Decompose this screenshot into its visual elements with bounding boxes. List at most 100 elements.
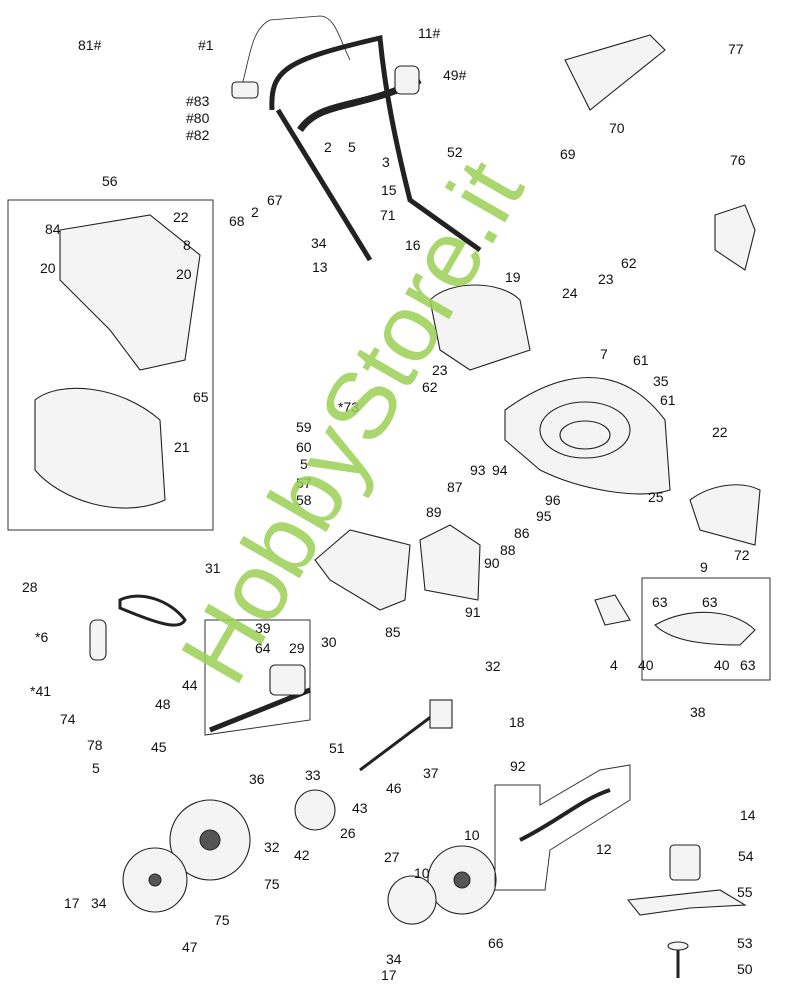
part-label: 68: [229, 213, 245, 229]
part-label: 75: [214, 912, 230, 928]
part-label: 3: [382, 154, 390, 170]
part-label: 61: [660, 392, 676, 408]
part-label: 47: [182, 939, 198, 955]
part-label: 2: [324, 139, 332, 155]
part-label: 65: [193, 389, 209, 405]
part-label: 17: [381, 967, 397, 983]
part-label: 67: [267, 192, 283, 208]
part-label: 76: [730, 152, 746, 168]
part-label: 70: [609, 120, 625, 136]
part-label: 27: [384, 849, 400, 865]
part-label: 86: [514, 525, 530, 541]
part-label: 28: [22, 579, 38, 595]
part-label: 54: [738, 848, 754, 864]
part-label: 5: [92, 760, 100, 776]
part-label: 10: [414, 865, 430, 881]
part-label: 14: [740, 807, 756, 823]
part-label: 33: [305, 767, 321, 783]
part-label: 59: [296, 419, 312, 435]
part-label: 7: [600, 346, 608, 362]
part-label: 35: [653, 373, 669, 389]
part-label: 94: [492, 462, 508, 478]
grass-bag-top: [59, 214, 201, 371]
part-label: 46: [386, 780, 402, 796]
part-label: 20: [40, 260, 56, 276]
part-label: 4: [610, 657, 618, 673]
part-label: 52: [447, 144, 463, 160]
part-label: 26: [340, 825, 356, 841]
part-label: #82: [186, 127, 210, 143]
blade: [626, 889, 747, 916]
part-label: 87: [447, 479, 463, 495]
part-label: 63: [652, 594, 668, 610]
part-label: 24: [562, 285, 578, 301]
part-label: 23: [598, 271, 614, 287]
part-label: 62: [621, 255, 637, 271]
part-label: 45: [151, 739, 167, 755]
part-label: 22: [173, 209, 189, 225]
blade-guard-box: [641, 577, 771, 681]
part-label: 17: [64, 895, 80, 911]
part-label: 22: [712, 424, 728, 440]
part-label: 60: [296, 439, 312, 455]
part-label: 69: [560, 146, 576, 162]
part-label: 34: [91, 895, 107, 911]
part-label: 5: [348, 139, 356, 155]
part-label: 11#: [418, 25, 441, 41]
part-label: 92: [510, 758, 526, 774]
part-label: 32: [485, 658, 501, 674]
part-label: 2: [251, 204, 259, 220]
part-label: 13: [312, 259, 328, 275]
part-label: 90: [484, 555, 500, 571]
part-label: 75: [264, 876, 280, 892]
part-label: 43: [352, 800, 368, 816]
part-label: 89: [426, 504, 442, 520]
height-adjust-box: [494, 764, 631, 891]
part-label: 71: [380, 207, 396, 223]
side-cover: [564, 34, 666, 111]
part-label: 34: [386, 951, 402, 967]
part-label: *6: [35, 629, 48, 645]
part-label: 61: [633, 352, 649, 368]
part-label: 39: [255, 620, 271, 636]
part-label: 74: [60, 711, 76, 727]
part-label: 20: [176, 266, 192, 282]
part-label: 34: [311, 235, 327, 251]
part-label: 32: [264, 839, 280, 855]
part-label: 21: [174, 439, 190, 455]
part-label: 93: [470, 462, 486, 478]
front-bumper: [689, 484, 761, 546]
part-label: 29: [289, 640, 305, 656]
part-label: 30: [321, 634, 337, 650]
part-label: 25: [648, 489, 664, 505]
part-label: #80: [186, 110, 210, 126]
engine-cover: [429, 284, 531, 371]
part-label: 5: [300, 456, 308, 472]
part-label: 77: [728, 41, 744, 57]
part-label: #1: [198, 37, 214, 53]
part-label: 36: [249, 771, 265, 787]
part-label: 50: [737, 961, 753, 977]
part-76: [714, 204, 756, 271]
part-label: 95: [536, 508, 552, 524]
part-label: 16: [405, 237, 421, 253]
part-label: 62: [422, 379, 438, 395]
part-label: 9: [700, 559, 708, 575]
part-label: 56: [102, 173, 118, 189]
part-label: 37: [423, 765, 439, 781]
part-label: #83: [186, 93, 210, 109]
handle-upper: [231, 15, 482, 262]
part-label: 63: [702, 594, 718, 610]
part-label: 15: [381, 182, 397, 198]
gearbox-box: [204, 619, 311, 736]
part-label: 38: [690, 704, 706, 720]
part-label: 49#: [443, 67, 467, 83]
part-label: 44: [182, 677, 198, 693]
part-label: 48: [155, 696, 171, 712]
part-label: 40: [714, 657, 730, 673]
part-label: 51: [329, 740, 345, 756]
part-label: 42: [294, 847, 310, 863]
part-label: 23: [432, 362, 448, 378]
